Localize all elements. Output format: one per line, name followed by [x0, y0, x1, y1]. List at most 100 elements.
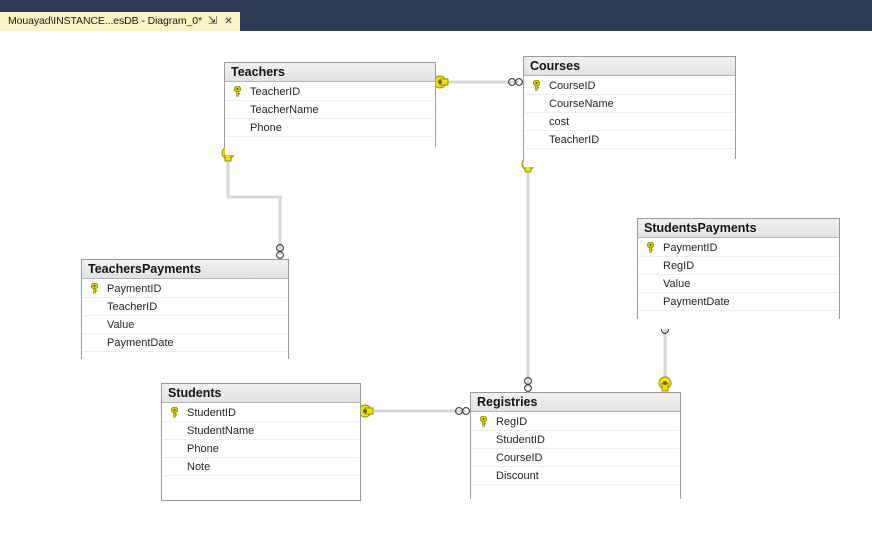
- column-name: StudentID: [187, 406, 236, 419]
- column-row[interactable]: StudentName: [163, 422, 359, 440]
- primary-key-indicator: [639, 242, 661, 253]
- primary-key-indicator: [226, 86, 248, 97]
- column-row-primary-key[interactable]: PaymentID: [83, 280, 287, 298]
- column-row[interactable]: Note: [163, 458, 359, 476]
- column-row-empty[interactable]: [525, 149, 734, 167]
- column-name: Value: [107, 318, 135, 331]
- primary-key-indicator: [163, 407, 185, 418]
- relationship-fk-registries-courses[interactable]: [521, 157, 535, 392]
- column-row[interactable]: Value: [83, 316, 287, 334]
- primary-key-icon: [170, 407, 178, 418]
- entity-table-title: Courses: [524, 57, 735, 76]
- column-row-empty[interactable]: [163, 476, 359, 494]
- many-endpoint-icon: [508, 78, 523, 86]
- many-endpoint-icon: [524, 377, 532, 392]
- column-name: PaymentID: [663, 241, 718, 254]
- column-row-primary-key[interactable]: StudentID: [163, 404, 359, 422]
- column-name: cost: [549, 115, 570, 128]
- column-name: StudentName: [187, 424, 255, 437]
- many-endpoint-icon: [455, 407, 470, 415]
- key-endpoint-icon: [433, 75, 449, 89]
- column-name: Phone: [187, 442, 219, 455]
- column-name: PaymentID: [107, 282, 162, 295]
- column-name: TeacherID: [250, 85, 301, 98]
- primary-key-indicator: [83, 283, 105, 294]
- relationship-fk-studentspayments-registries[interactable]: [658, 319, 672, 392]
- column-name: CourseName: [549, 97, 614, 110]
- column-name: RegID: [496, 415, 528, 428]
- column-row-primary-key[interactable]: RegID: [472, 413, 679, 431]
- entity-table-title: Students: [162, 384, 360, 403]
- primary-key-indicator: [472, 416, 494, 427]
- key-endpoint-icon: [358, 404, 374, 418]
- column-row[interactable]: RegID: [639, 257, 838, 275]
- document-tab-strip: Mouayad\INSTANCE...esDB - Diagram_0* ⇲ ✕: [0, 12, 241, 31]
- primary-key-icon: [233, 86, 241, 97]
- column-row-empty[interactable]: [226, 137, 434, 155]
- many-endpoint-icon: [276, 244, 284, 259]
- column-name: RegID: [663, 259, 695, 272]
- column-row[interactable]: TeacherID: [83, 298, 287, 316]
- column-row[interactable]: PaymentDate: [83, 334, 287, 352]
- column-row-empty[interactable]: [472, 485, 679, 503]
- primary-key-icon: [90, 283, 98, 294]
- primary-key-indicator: [525, 80, 547, 91]
- primary-key-icon: [646, 242, 654, 253]
- column-name: TeacherID: [107, 300, 158, 313]
- column-row[interactable]: Discount: [472, 467, 679, 485]
- column-row[interactable]: Phone: [163, 440, 359, 458]
- column-row[interactable]: cost: [525, 113, 734, 131]
- column-row[interactable]: TeacherID: [525, 131, 734, 149]
- primary-key-icon: [479, 416, 487, 427]
- column-row-primary-key[interactable]: TeacherID: [226, 83, 434, 101]
- entity-table-title: Registries: [471, 393, 680, 412]
- column-name: PaymentDate: [663, 295, 730, 308]
- primary-key-icon: [532, 80, 540, 91]
- column-row[interactable]: PaymentDate: [639, 293, 838, 311]
- relationship-fk-teacherspayments-teachers[interactable]: [221, 146, 284, 259]
- column-row[interactable]: CourseName: [525, 95, 734, 113]
- key-endpoint-icon: [658, 376, 672, 392]
- column-name: TeacherName: [250, 103, 319, 116]
- entity-column-list: RegID StudentID CourseID Discount: [471, 412, 680, 503]
- column-row[interactable]: TeacherName: [226, 101, 434, 119]
- relationship-fk-registries-students[interactable]: [358, 404, 470, 418]
- column-name: TeacherID: [549, 133, 600, 146]
- column-name: Discount: [496, 469, 539, 482]
- column-row[interactable]: Phone: [226, 119, 434, 137]
- pin-tab-icon[interactable]: ⇲: [207, 15, 218, 27]
- column-name: StudentID: [496, 433, 545, 446]
- column-name: CourseID: [549, 79, 596, 92]
- column-name: Value: [663, 277, 691, 290]
- column-row[interactable]: Value: [639, 275, 838, 293]
- relationship-fk-courses-teachers[interactable]: [433, 75, 523, 89]
- entity-table-title: TeachersPayments: [82, 260, 288, 279]
- close-tab-icon[interactable]: ✕: [224, 16, 233, 27]
- entity-table-title: Teachers: [225, 63, 435, 82]
- title-bar: Mouayad\INSTANCE...esDB - Diagram_0* ⇲ ✕: [0, 0, 872, 31]
- entity-table-title: StudentsPayments: [638, 219, 839, 238]
- column-name: PaymentDate: [107, 336, 174, 349]
- column-row[interactable]: StudentID: [472, 431, 679, 449]
- column-row-empty[interactable]: [639, 311, 838, 329]
- column-row-primary-key[interactable]: PaymentID: [639, 239, 838, 257]
- tab-diagram-0[interactable]: Mouayad\INSTANCE...esDB - Diagram_0* ⇲ ✕: [0, 12, 241, 31]
- tab-label: Mouayad\INSTANCE...esDB - Diagram_0*: [8, 15, 203, 27]
- column-name: Phone: [250, 121, 282, 134]
- column-row[interactable]: CourseID: [472, 449, 679, 467]
- column-row-empty[interactable]: [83, 352, 287, 370]
- column-row-primary-key[interactable]: CourseID: [525, 77, 734, 95]
